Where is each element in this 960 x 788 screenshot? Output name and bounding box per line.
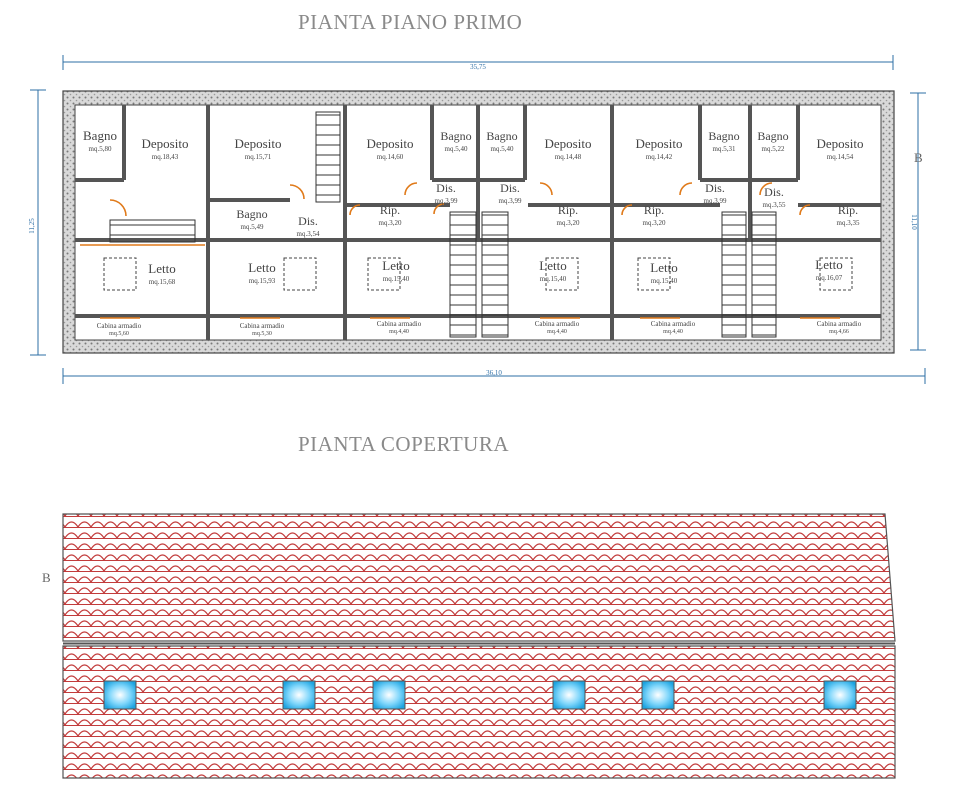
room-area-label: mq.3,54 [297,230,320,238]
room-area-label: mq.14,42 [646,153,673,161]
room-area-label: mq.4,40 [389,329,409,335]
room-name-label: Cabina armadio [535,320,580,328]
room-name-label: Cabina armadio [377,320,422,328]
roof-plan-title: PIANTA COPERTURA [298,432,509,456]
room-name-label: Dis. [764,185,784,199]
room-name-label: Bagno [83,128,117,143]
room-area-label: mq.3,35 [837,219,860,227]
room-name-label: Letto [650,260,677,275]
room-name-label: Cabina armadio [240,322,285,330]
room-name-label: Bagno [486,129,517,143]
room-area-label: mq.5,49 [241,223,264,231]
roof-tiles [62,513,896,779]
room-name-label: Bagno [757,129,788,143]
room-name-label: Bagno [236,207,267,221]
section-mark-plan: B [914,150,923,165]
room-name-label: Letto [382,258,409,273]
dimension-top: 35,75 [470,63,486,71]
room-name-label: Letto [248,260,275,275]
skylight [641,680,675,710]
room-name-label: Letto [815,257,842,272]
room-area-label: mq.15,40 [651,277,678,285]
stairs [109,111,777,338]
room-name-label: Deposito [367,136,414,151]
room-area-label: mq.15,93 [249,277,276,285]
room-area-label: mq.15,68 [149,278,176,286]
room-area-label: mq.16,07 [816,274,843,282]
skylight [552,680,586,710]
room-area-label: mq.3,20 [379,219,402,227]
room-name-label: Letto [148,261,175,276]
room-name-label: Dis. [436,181,456,195]
room-area-label: mq.15,71 [245,153,272,161]
room-area-label: mq.15,40 [540,275,567,283]
room-area-label: mq.4,40 [663,329,683,335]
section-mark-roof: B [42,570,51,585]
room-area-label: mq.5,40 [445,145,468,153]
dimension-bottom: 36,10 [486,369,502,377]
room-name-label: Rip. [644,203,664,217]
room-name-label: Dis. [500,181,520,195]
floor-plan-title: PIANTA PIANO PRIMO [298,10,523,34]
room-area-label: mq.4,40 [547,329,567,335]
room-name-label: Cabina armadio [651,320,696,328]
skylight [372,680,406,710]
bed-outlines [103,257,853,291]
room-name-label: Dis. [705,181,725,195]
room-area-label: mq.5,31 [713,145,736,153]
room-area-label: mq.5,80 [89,145,112,153]
skylight [282,680,316,710]
room-name-label: Cabina armadio [97,322,142,330]
room-name-label: Deposito [545,136,592,151]
room-labels: Bagno mq.5,80 Deposito mq.18,43 Deposito mq.1… [83,128,863,337]
room-area-label: mq.3,55 [763,201,786,209]
room-area-label: mq.3,99 [499,197,522,205]
interior-walls [75,105,881,340]
room-name-label: Rip. [558,203,578,217]
room-name-label: Deposito [142,136,189,151]
room-name-label: Bagno [708,129,739,143]
skylight [103,680,137,710]
room-name-label: Bagno [440,129,471,143]
dimension-lines [30,55,926,384]
room-area-label: mq.18,43 [152,153,179,161]
room-name-label: Cabina armadio [817,320,862,328]
room-area-label: mq.15,40 [383,275,410,283]
room-area-label: mq.5,40 [491,145,514,153]
room-area-label: mq.3,99 [704,197,727,205]
floor-plan-drawing: 35,75 36,10 11,25 11,10 B [28,55,926,384]
room-name-label: Rip. [838,203,858,217]
skylights [103,680,857,710]
room-area-label: mq.4,66 [829,329,849,335]
room-area-label: mq.5,22 [762,145,785,153]
doors [80,182,840,319]
room-name-label: Rip. [380,203,400,217]
room-name-label: Deposito [817,136,864,151]
room-area-label: mq.3,20 [643,219,666,227]
dimension-right: 11,10 [910,214,918,230]
room-area-label: mq.3,20 [557,219,580,227]
room-name-label: Dis. [298,214,318,228]
dimension-left: 11,25 [28,218,36,234]
room-name-label: Letto [539,258,566,273]
room-area-label: mq.3,99 [435,197,458,205]
room-area-label: mq.5,30 [252,331,272,337]
room-name-label: Deposito [636,136,683,151]
skylight [823,680,857,710]
room-area-label: mq.14,48 [555,153,582,161]
room-area-label: mq.5,60 [109,331,129,337]
room-area-label: mq.14,60 [377,153,404,161]
room-name-label: Deposito [235,136,282,151]
room-area-label: mq.14,54 [827,153,854,161]
